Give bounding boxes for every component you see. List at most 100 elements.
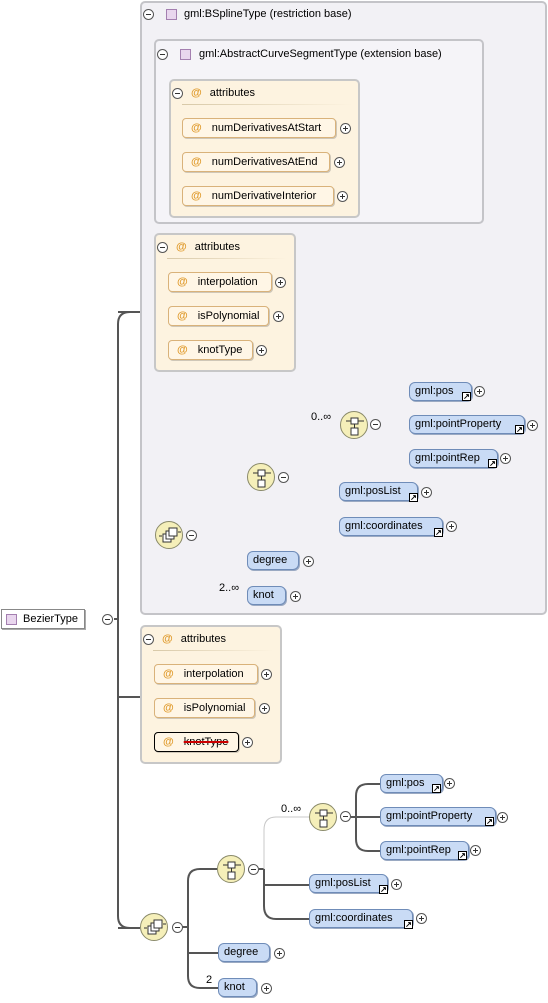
sequence-icon [159, 527, 181, 543]
collapse-icon[interactable] [186, 530, 197, 541]
attributes-header: @ attributes [172, 85, 255, 101]
expand-icon[interactable] [261, 983, 272, 994]
expand-icon[interactable] [274, 948, 285, 959]
extension-base-label: gml:AbstractCurveSegmentType (extension … [199, 48, 442, 60]
attribute-label: numDerivativesAtStart [211, 122, 322, 134]
expand-icon[interactable] [527, 420, 538, 431]
element-degree[interactable]: degree [218, 943, 270, 962]
attribute-item[interactable]: @interpolation [154, 664, 258, 684]
element-gml-pointRep[interactable]: gml:pointRep [380, 841, 469, 860]
expand-icon[interactable] [416, 913, 427, 924]
element-gml-pos[interactable]: gml:pos [380, 774, 443, 793]
expand-icon[interactable] [470, 845, 481, 856]
element-gml-pointProperty[interactable]: gml:pointProperty [380, 807, 496, 826]
attribute-label: isPolynomial [197, 310, 260, 322]
choice-compositor[interactable] [247, 463, 275, 491]
attribute-label: knotType [183, 736, 229, 748]
element-label: gml:pos [386, 777, 425, 789]
at-sign-icon: @ [177, 276, 188, 288]
element-gml-coordinates[interactable]: gml:coordinates [309, 909, 413, 928]
expand-icon[interactable] [500, 453, 511, 464]
element-gml-pointProperty[interactable]: gml:pointProperty [409, 415, 525, 434]
collapse-icon[interactable] [157, 241, 168, 253]
expand-icon[interactable] [242, 737, 253, 748]
element-knot[interactable]: knot [218, 978, 257, 997]
at-sign-icon: @ [191, 122, 202, 134]
expand-icon[interactable] [337, 191, 348, 202]
element-gml-pointRep[interactable]: gml:pointRep [409, 449, 498, 468]
element-knot[interactable]: knot [247, 586, 286, 605]
element-label: gml:posList [345, 485, 401, 497]
collapse-icon[interactable] [370, 419, 381, 430]
attribute-item[interactable]: @isPolynomial [154, 698, 255, 718]
collapse-icon[interactable] [102, 614, 113, 625]
attribute-item[interactable]: @knotType [168, 340, 253, 360]
element-degree[interactable]: degree [247, 551, 299, 570]
expand-icon[interactable] [290, 591, 301, 602]
sequence-icon [144, 919, 166, 935]
reference-arrow-icon: ↗ [404, 920, 413, 929]
expand-icon[interactable] [497, 812, 508, 823]
at-sign-icon: @ [163, 668, 174, 680]
at-sign-icon: @ [163, 736, 174, 748]
reference-arrow-icon: ↗ [409, 493, 418, 502]
expand-icon[interactable] [446, 521, 457, 532]
reference-arrow-icon: ↗ [458, 851, 467, 860]
expand-icon[interactable] [259, 703, 270, 714]
collapse-icon[interactable] [340, 811, 351, 822]
attribute-item[interactable]: @numDerivativeInterior [182, 186, 334, 206]
choice-icon [223, 861, 241, 880]
element-label: gml:pointRep [415, 452, 480, 464]
root-type-box[interactable]: BezierType [1, 609, 86, 629]
attribute-item[interactable]: @numDerivativesAtEnd [182, 152, 330, 172]
sequence-compositor[interactable] [140, 913, 168, 941]
element-label: degree [224, 946, 259, 958]
type-icon [166, 8, 177, 20]
type-icon [6, 613, 17, 625]
choice-compositor[interactable] [309, 803, 337, 831]
expand-icon[interactable] [303, 556, 314, 567]
expand-icon[interactable] [273, 311, 284, 322]
cardinality-label: 0..∞ [281, 803, 302, 815]
attributes-header: @ attributes [157, 239, 240, 255]
attribute-item[interactable]: @ isPolynomial [168, 306, 269, 326]
choice-compositor[interactable] [340, 411, 368, 439]
element-gml-posList[interactable]: gml:posList [309, 874, 388, 893]
collapse-icon[interactable] [143, 633, 154, 645]
at-sign-icon: @ [177, 310, 188, 322]
expand-icon[interactable] [340, 123, 351, 134]
type-icon [180, 48, 191, 60]
collapse-icon[interactable] [172, 87, 183, 99]
expand-icon[interactable] [474, 386, 485, 397]
expand-icon[interactable] [444, 778, 455, 789]
choice-icon [315, 809, 333, 828]
at-sign-icon: @ [191, 156, 202, 168]
attribute-label: numDerivativeInterior [211, 190, 317, 202]
sequence-compositor[interactable] [155, 521, 183, 549]
collapse-icon[interactable] [278, 472, 289, 483]
expand-icon[interactable] [391, 879, 402, 890]
collapse-icon[interactable] [143, 8, 154, 20]
collapse-icon[interactable] [172, 922, 183, 933]
prohibited-attribute-item[interactable]: @ knotType [154, 732, 239, 752]
restriction-base-label: gml:BSplineType (restriction base) [184, 8, 352, 20]
expand-icon[interactable] [261, 669, 272, 680]
reference-arrow-icon: ↗ [434, 528, 443, 537]
reference-arrow-icon: ↗ [488, 459, 497, 468]
element-gml-coordinates[interactable]: gml:coordinates [339, 517, 443, 536]
expand-icon[interactable] [421, 487, 432, 498]
collapse-icon[interactable] [248, 864, 259, 875]
expand-icon[interactable] [334, 157, 345, 168]
root-type-label: BezierType [23, 613, 79, 625]
choice-compositor[interactable] [217, 855, 245, 883]
expand-icon[interactable] [256, 345, 267, 356]
attribute-item[interactable]: @ numDerivativesAtStart [182, 118, 336, 138]
element-gml-pos[interactable]: gml:pos [409, 382, 472, 401]
at-sign-icon: @ [162, 633, 173, 645]
expand-icon[interactable] [275, 277, 286, 288]
attribute-label: interpolation [197, 276, 258, 288]
collapse-icon[interactable] [157, 48, 168, 60]
element-gml-posList[interactable]: gml:posList [339, 482, 418, 501]
extension-base-header: gml:AbstractCurveSegmentType (extension … [157, 46, 442, 62]
attribute-item[interactable]: @ interpolation [168, 272, 272, 292]
